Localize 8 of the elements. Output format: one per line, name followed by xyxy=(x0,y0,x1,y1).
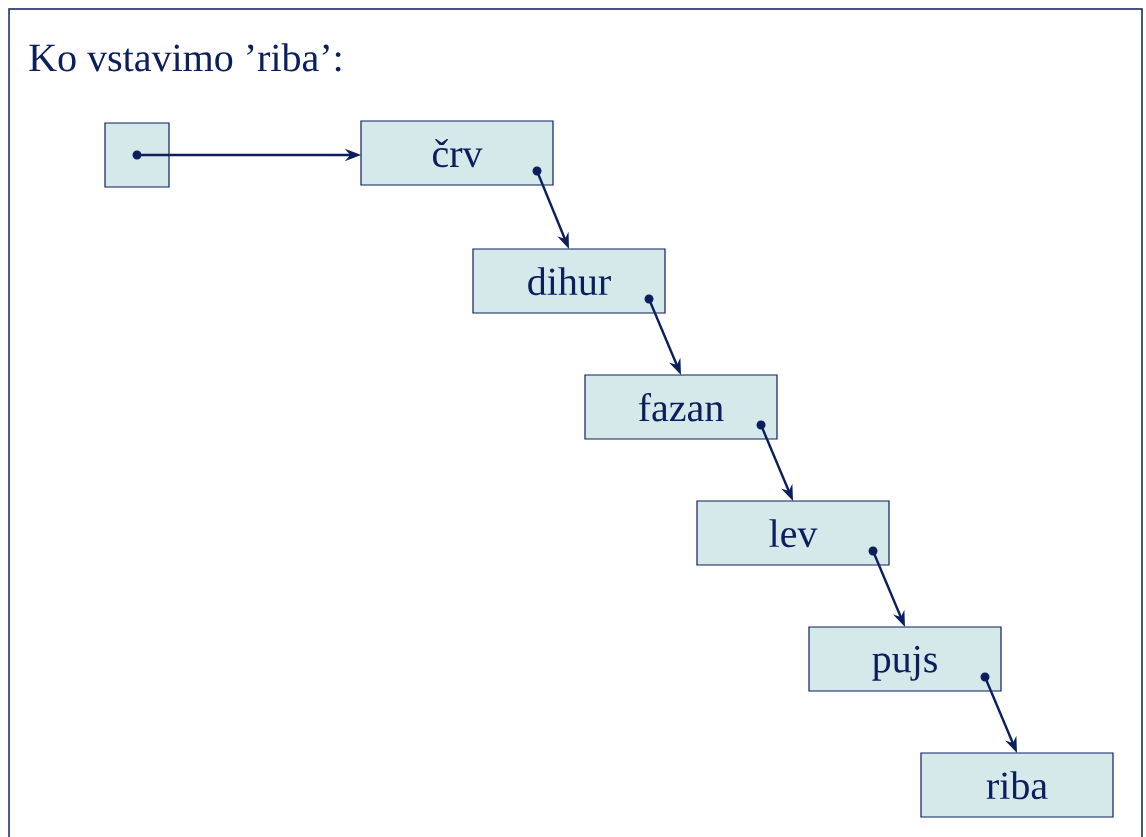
list-cell: črv xyxy=(360,120,554,186)
list-cell: riba xyxy=(920,752,1114,818)
pointer-box xyxy=(104,122,170,188)
list-cell: fazan xyxy=(584,374,778,440)
list-cell: pujs xyxy=(808,626,1002,692)
title: Ko vstavimo ’riba’: xyxy=(29,43,341,72)
list-cell: lev xyxy=(696,500,890,566)
list-cell: dihur xyxy=(472,248,666,314)
